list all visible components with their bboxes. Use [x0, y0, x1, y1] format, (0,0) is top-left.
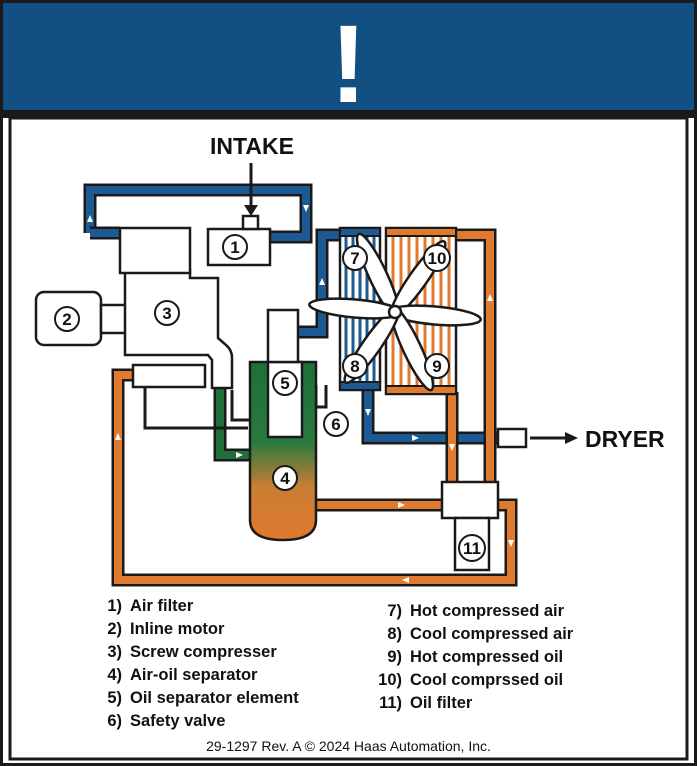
- callout-9: 9: [424, 353, 450, 379]
- legend-label: Hot compressed air: [410, 602, 565, 620]
- svg-text:11: 11: [463, 539, 481, 558]
- air-filter-inlet: [241, 214, 260, 231]
- flow-arrows: [87, 205, 514, 583]
- legend-label: Cool compressed air: [410, 625, 574, 643]
- svg-text:2: 2: [62, 310, 71, 329]
- legend-item: 4)Air-oil separator: [100, 664, 299, 687]
- legend-item: 2)Inline motor: [100, 618, 299, 641]
- legend-left: 1)Air filter 2)Inline motor 3)Screw comp…: [100, 595, 299, 733]
- pipes: [83, 183, 518, 587]
- svg-text:7: 7: [350, 249, 359, 268]
- legend-item: 1)Air filter: [100, 595, 299, 618]
- callout-1: 1: [222, 234, 248, 260]
- callout-4: 4: [272, 465, 298, 491]
- legend-label: Oil filter: [410, 694, 473, 712]
- legend-right: 7)Hot compressed air 8)Cool compressed a…: [368, 600, 573, 715]
- dryer-connector: [496, 427, 528, 449]
- oil-filter-head: [440, 480, 500, 520]
- flow-arrow: [303, 205, 309, 212]
- legend-label: Inline motor: [130, 620, 225, 638]
- callout-7: 7: [342, 245, 368, 271]
- return-line: [143, 385, 248, 430]
- svg-text:3: 3: [162, 304, 171, 323]
- legend-item: 3)Screw compresser: [100, 641, 299, 664]
- svg-text:6: 6: [331, 415, 340, 434]
- callout-8: 8: [342, 353, 368, 379]
- flow-arrow: [398, 502, 405, 508]
- oil-cooler-bottom-header: [385, 385, 457, 395]
- flow-arrow: [412, 435, 419, 441]
- svg-text:9: 9: [432, 357, 441, 376]
- legend-label: Hot compressed oil: [410, 648, 564, 666]
- legend-label: Air-oil separator: [130, 666, 258, 684]
- svg-text:4: 4: [280, 469, 290, 488]
- callout-6: 6: [323, 411, 349, 437]
- oil-cooler-top-header: [385, 227, 457, 237]
- flow-arrow: [402, 577, 409, 583]
- flow-arrow: [508, 540, 514, 547]
- legend-label: Screw compresser: [130, 643, 277, 661]
- svg-text:10: 10: [428, 249, 447, 268]
- flow-arrow: [115, 433, 121, 440]
- flow-arrow: [449, 444, 455, 451]
- callout-10: 10: [423, 244, 451, 272]
- legend-item: 5)Oil separator element: [100, 687, 299, 710]
- dryer-label: DRYER: [585, 426, 665, 452]
- compressor-outlet-box: [131, 363, 207, 389]
- legend-label: Cool comprssed oil: [410, 671, 564, 689]
- callout-3: 3: [154, 300, 180, 326]
- callout-5: 5: [272, 370, 298, 396]
- dryer-arrow-head: [565, 432, 578, 444]
- legend-label: Oil separator element: [130, 689, 299, 707]
- legend-label: Air filter: [130, 597, 194, 615]
- header-band: [3, 3, 694, 115]
- flow-arrow: [319, 278, 325, 285]
- intake-label: INTAKE: [210, 133, 294, 159]
- legend-item: 11)Oil filter: [368, 692, 573, 715]
- legend-item: 9)Hot compressed oil: [368, 646, 573, 669]
- flow-arrow: [487, 294, 493, 301]
- legend-item: 10)Cool comprssed oil: [368, 669, 573, 692]
- separator-top-cap: [266, 308, 300, 364]
- compressor-inlet: [118, 226, 192, 275]
- callout-11: 11: [458, 534, 486, 562]
- warning-symbol: !: [330, 3, 367, 126]
- screw-compressor: [123, 268, 234, 390]
- legend-item: 6)Safety valve: [100, 710, 299, 733]
- callout-2: 2: [54, 306, 80, 332]
- drain-line: [230, 390, 250, 422]
- header-divider: [3, 110, 694, 118]
- flow-arrow: [87, 215, 93, 222]
- legend-item: 7)Hot compressed air: [368, 600, 573, 623]
- svg-text:8: 8: [350, 357, 359, 376]
- svg-text:5: 5: [280, 374, 289, 393]
- air-cooler-bottom-header: [339, 381, 381, 391]
- motor-coupling: [99, 303, 129, 335]
- flow-arrow: [365, 409, 371, 416]
- intake-arrow-head: [244, 205, 258, 216]
- cooling-fan: [308, 232, 482, 392]
- flow-arrow: [236, 452, 243, 458]
- callout-markers: 1 2 3 4 5 6 7 8: [54, 234, 486, 562]
- svg-text:1: 1: [230, 238, 239, 257]
- legend-item: 8)Cool compressed air: [368, 623, 573, 646]
- copyright-footer: 29-1297 Rev. A © 2024 Haas Automation, I…: [206, 738, 491, 754]
- legend-label: Safety valve: [130, 712, 226, 730]
